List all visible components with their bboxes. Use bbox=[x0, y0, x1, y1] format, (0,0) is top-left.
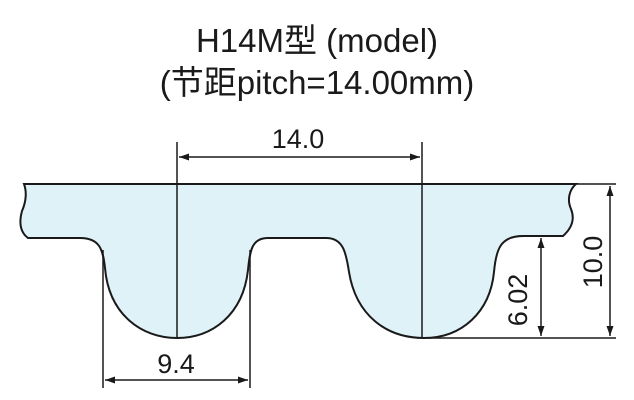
total-height-label: 10.0 bbox=[578, 236, 608, 289]
belt-outline bbox=[19, 183, 579, 340]
title-model: H14M型 (model) bbox=[195, 22, 439, 59]
pitch-label: 14.0 bbox=[272, 124, 325, 154]
tooth-width-label: 9.4 bbox=[157, 349, 195, 379]
title-pitch: (节距pitch=14.00mm) bbox=[159, 64, 475, 101]
tooth-height-label: 6.02 bbox=[503, 274, 533, 327]
